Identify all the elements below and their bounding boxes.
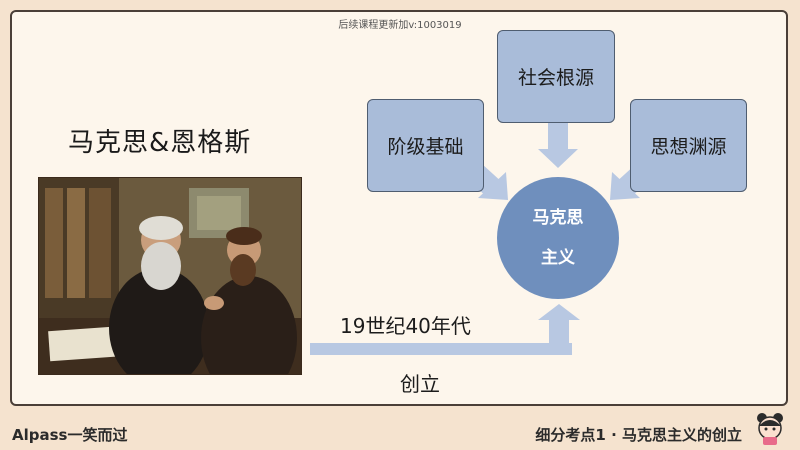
arrow-head-left: [478, 172, 508, 200]
footer-brand: Alpass一笑而过: [12, 426, 128, 444]
box-thought-origin: 思想渊源: [630, 99, 747, 192]
circle-label-line2: 主义: [541, 248, 575, 268]
arrow-head-bottom: [538, 304, 580, 320]
arrow-head-right: [610, 172, 640, 200]
arrow-horizontal: [310, 343, 572, 355]
marxism-circle: 马克思 主义: [497, 177, 619, 299]
arrow-vertical: [549, 320, 569, 355]
portrait-painting: [38, 177, 302, 375]
arrow-head-top: [538, 149, 578, 168]
circle-label-line1: 马克思: [532, 208, 584, 228]
arrow-from-top: [548, 123, 568, 149]
footer-topic: 细分考点1 · 马克思主义的创立: [535, 426, 742, 444]
era-label: 19世纪40年代: [340, 314, 471, 338]
slide-title: 马克思&恩格斯: [68, 128, 252, 158]
founded-label: 创立: [400, 372, 440, 396]
watermark-text: 后续课程更新加v:1003019: [338, 20, 462, 31]
girl-mascot-icon: [757, 413, 783, 445]
box-social-roots: 社会根源: [497, 30, 615, 123]
box-class-basis: 阶级基础: [367, 99, 484, 192]
